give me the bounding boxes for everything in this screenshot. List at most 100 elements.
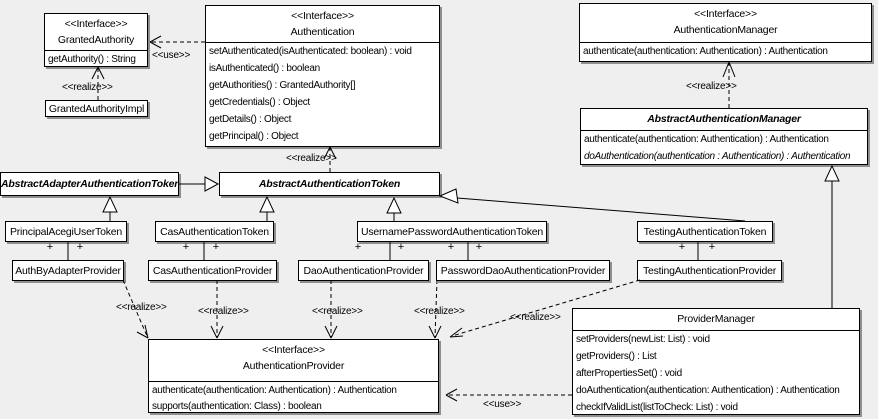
class-auth-by-adapter-provider[interactable]: AuthByAdapterProvider xyxy=(12,260,124,281)
association-end-plus: + xyxy=(475,241,483,253)
stereotype: <<Interface>> xyxy=(64,18,128,30)
association-end-plus: + xyxy=(678,241,686,253)
class-abstract-authentication-token[interactable]: AbstractAuthenticationToken xyxy=(219,172,440,196)
method: doAuthentication(authentication : Authen… xyxy=(584,151,851,162)
class-granted-authority-impl[interactable]: GrantedAuthorityImpl xyxy=(45,100,148,117)
class-name: UsernamePasswordAuthenticationToken xyxy=(360,225,544,238)
class-abstract-authentication-manager[interactable]: AbstractAuthenticationManager authentica… xyxy=(580,108,868,165)
class-granted-authority[interactable]: <<Interface>> GrantedAuthority getAuthor… xyxy=(44,13,148,67)
method: doAuthentication(authentication: Authent… xyxy=(576,385,840,396)
class-name: TestingAuthenticationProvider xyxy=(642,264,777,277)
open-arrow-icon xyxy=(91,66,105,80)
class-authentication-provider[interactable]: <<Interface>> AuthenticationProvider aut… xyxy=(148,339,439,413)
association-end-plus: + xyxy=(76,241,84,253)
rel-use-authentication-grantedauthority xyxy=(149,35,205,49)
class-name: AbstractAuthenticationToken xyxy=(258,178,401,190)
method: afterPropertiesSet() : void xyxy=(576,368,682,379)
class-header: <<Interface>> GrantedAuthority xyxy=(45,14,147,51)
triangle-arrow-icon xyxy=(204,176,220,192)
class-name: AbstractAdapterAuthenticationToken xyxy=(1,178,178,190)
class-authentication-manager[interactable]: <<Interface>> AuthenticationManager auth… xyxy=(579,3,872,62)
method: getCredentials() : Object xyxy=(209,97,310,108)
class-header: <<Interface>> AuthenticationManager xyxy=(580,4,871,43)
method: authenticate(authentication: Authenticat… xyxy=(583,46,828,57)
method: checkIfValidList(listToCheck: List) : vo… xyxy=(576,402,738,413)
association-end-plus: + xyxy=(212,241,220,253)
class-name: DaoAuthenticationProvider xyxy=(303,264,424,277)
open-arrow-icon xyxy=(136,324,149,339)
class-principal-acegi-user-token[interactable]: PrincipalAcegiUserToken xyxy=(5,221,127,242)
class-name: ProviderManager xyxy=(677,313,755,325)
rel-gen-providermanager xyxy=(824,164,840,308)
triangle-arrow-icon xyxy=(102,195,118,213)
rel-gen-adapter-token xyxy=(179,176,220,192)
method: authenticate(authentication: Authenticat… xyxy=(584,134,829,145)
triangle-arrow-icon xyxy=(438,188,459,204)
triangle-arrow-icon xyxy=(386,196,402,214)
open-arrow-icon xyxy=(722,61,736,78)
class-header: AbstractAuthenticationManager xyxy=(581,109,867,131)
class-cas-authentication-provider[interactable]: CasAuthenticationProvider xyxy=(148,260,277,281)
open-arrow-icon xyxy=(428,325,442,339)
association-end-plus: + xyxy=(46,241,54,253)
class-provider-manager[interactable]: ProviderManager setProviders(newList: Li… xyxy=(572,308,860,415)
method: isAuthenticated() : boolean xyxy=(209,63,320,74)
class-header: <<Interface>> Authentication xyxy=(206,6,439,43)
class-name: GrantedAuthorityImpl xyxy=(48,102,145,115)
association-end-plus: + xyxy=(354,241,362,253)
triangle-arrow-icon xyxy=(824,164,840,182)
association-end-plus: + xyxy=(708,241,716,253)
class-name: Authentication xyxy=(290,26,355,38)
class-abstract-adapter-authentication-token[interactable]: AbstractAdapterAuthenticationToken xyxy=(0,172,179,196)
method: getPrincipal() : Object xyxy=(209,131,299,142)
use-label: <<use>> xyxy=(483,399,522,410)
rel-gen-principal-token xyxy=(102,195,118,221)
stereotype: <<Interface>> xyxy=(694,8,757,20)
method: setAuthenticated(isAuthenticated: boolea… xyxy=(209,46,412,57)
class-name: AbstractAuthenticationManager xyxy=(647,113,801,125)
class-name: CasAuthenticationToken xyxy=(160,225,269,238)
class-name: AuthenticationProvider xyxy=(242,360,345,372)
realize-label: <<realize>> xyxy=(510,312,561,323)
open-arrow-icon xyxy=(445,388,458,402)
rel-gen-testing-token xyxy=(438,188,746,222)
stereotype: <<Interface>> xyxy=(262,344,325,356)
triangle-arrow-icon xyxy=(259,195,275,213)
open-arrow-icon xyxy=(210,325,224,339)
method: getAuthority() : String xyxy=(48,54,136,65)
class-name: GrantedAuthority xyxy=(57,34,135,46)
class-name: TestingAuthenticationToken xyxy=(643,225,767,238)
method: getDetails() : Object xyxy=(209,114,292,125)
class-testing-authentication-token[interactable]: TestingAuthenticationToken xyxy=(637,221,773,242)
method: authenticate(authentication: Authenticat… xyxy=(152,385,397,396)
open-arrow-icon xyxy=(324,325,338,339)
realize-label: <<realize>> xyxy=(312,306,363,317)
class-name: PasswordDaoAuthenticationProvider xyxy=(440,264,606,277)
realize-label: <<realize>> xyxy=(414,306,465,317)
method: getProviders() : List xyxy=(576,351,657,362)
class-header: <<Interface>> AuthenticationProvider xyxy=(149,340,438,382)
association-end-plus: + xyxy=(447,241,455,253)
class-authentication[interactable]: <<Interface>> Authentication setAuthenti… xyxy=(205,5,440,147)
method: setProviders(newList: List) : void xyxy=(576,334,710,345)
realize-label: <<realize>> xyxy=(686,81,737,92)
method: supports(authentication: Class) : boolea… xyxy=(152,401,322,412)
class-name: CasAuthenticationProvider xyxy=(152,264,273,277)
stereotype: <<Interface>> xyxy=(291,10,354,22)
edge-line xyxy=(456,197,746,222)
method: getAuthorities() : GrantedAuthority[] xyxy=(209,80,356,91)
class-dao-authentication-provider[interactable]: DaoAuthenticationProvider xyxy=(298,260,429,281)
association-end-plus: + xyxy=(182,241,190,253)
class-testing-authentication-provider[interactable]: TestingAuthenticationProvider xyxy=(637,260,782,281)
class-password-dao-authentication-provider[interactable]: PasswordDaoAuthenticationProvider xyxy=(436,260,610,281)
rel-gen-usernamepassword-token xyxy=(386,196,402,221)
open-arrow-icon xyxy=(449,327,464,338)
realize-label: <<realize>> xyxy=(286,153,337,164)
class-name: PrincipalAcegiUserToken xyxy=(9,225,123,238)
class-cas-authentication-token[interactable]: CasAuthenticationToken xyxy=(155,221,274,242)
class-username-password-authentication-token[interactable]: UsernamePasswordAuthenticationToken xyxy=(357,221,547,242)
realize-label: <<realize>> xyxy=(116,302,167,313)
open-arrow-icon xyxy=(149,35,162,49)
realize-label: <<realize>> xyxy=(198,306,249,317)
